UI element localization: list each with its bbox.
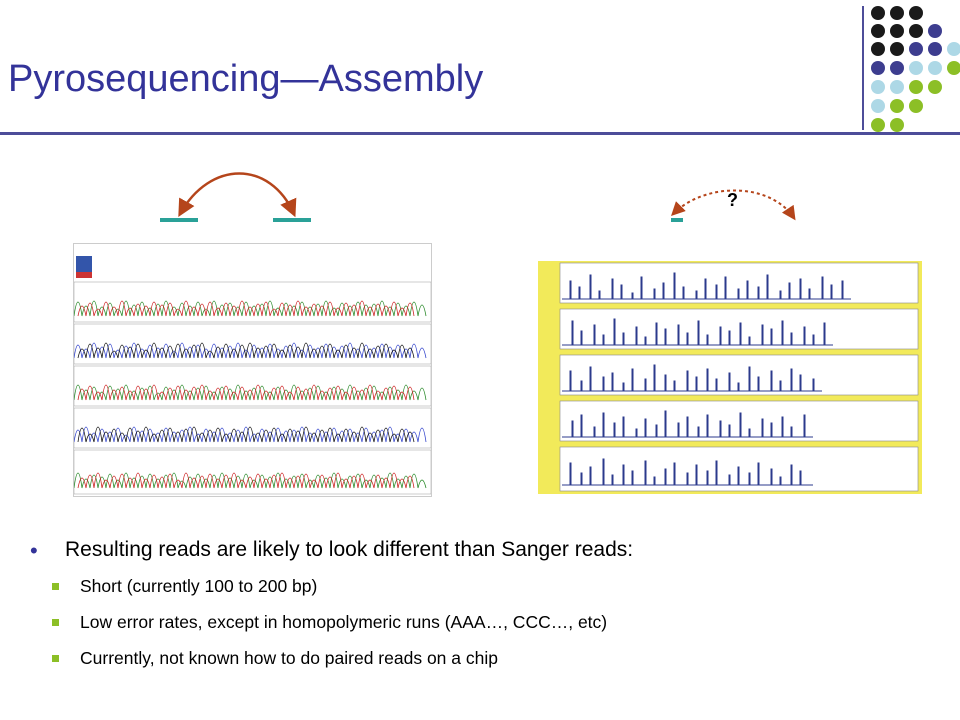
slide-title: Pyrosequencing—Assembly: [8, 58, 484, 100]
sub-bullet: Low error rates, except in homopolymeric…: [30, 612, 930, 633]
read-bar-right: [273, 218, 311, 222]
read-bar-left: [160, 218, 198, 222]
square-bullet-icon: [52, 655, 59, 662]
assembly-diagram: [160, 172, 796, 222]
square-bullet-icon: [52, 583, 59, 590]
pyrogram-graphic: [559, 262, 919, 492]
square-bullet-icon: [52, 619, 59, 626]
sub-bullet-text: Low error rates, except in homopolymeric…: [80, 612, 608, 632]
read-pair-bars: [160, 218, 683, 222]
sub-bullet: Short (currently 100 to 200 bp): [30, 576, 930, 597]
sub-bullet: Currently, not known how to do paired re…: [30, 648, 930, 669]
dot-grid-circles: [871, 6, 960, 132]
sub-bullet-text: Short (currently 100 to 200 bp): [80, 576, 318, 596]
decorative-dot-grid: [871, 6, 960, 132]
read-bar-short: [671, 218, 683, 222]
title-underline: [0, 132, 960, 135]
paired-read-arc-arrow: [178, 172, 297, 218]
sanger-trace-graphic: [73, 256, 432, 495]
sanger-trace-image: [73, 243, 432, 497]
bullet-dot-icon: •: [30, 538, 38, 563]
bullet-main: • Resulting reads are likely to look dif…: [30, 538, 930, 563]
pyrogram-image: [538, 261, 922, 494]
bullet-main-text: Resulting reads are likely to look diffe…: [65, 538, 634, 561]
sub-bullet-text: Currently, not known how to do paired re…: [80, 648, 498, 668]
decorative-vertical-line: [862, 6, 864, 130]
bullet-list: • Resulting reads are likely to look dif…: [30, 538, 930, 684]
unknown-pair-dashed-arrow: [671, 189, 796, 221]
question-mark: ?: [727, 190, 738, 210]
